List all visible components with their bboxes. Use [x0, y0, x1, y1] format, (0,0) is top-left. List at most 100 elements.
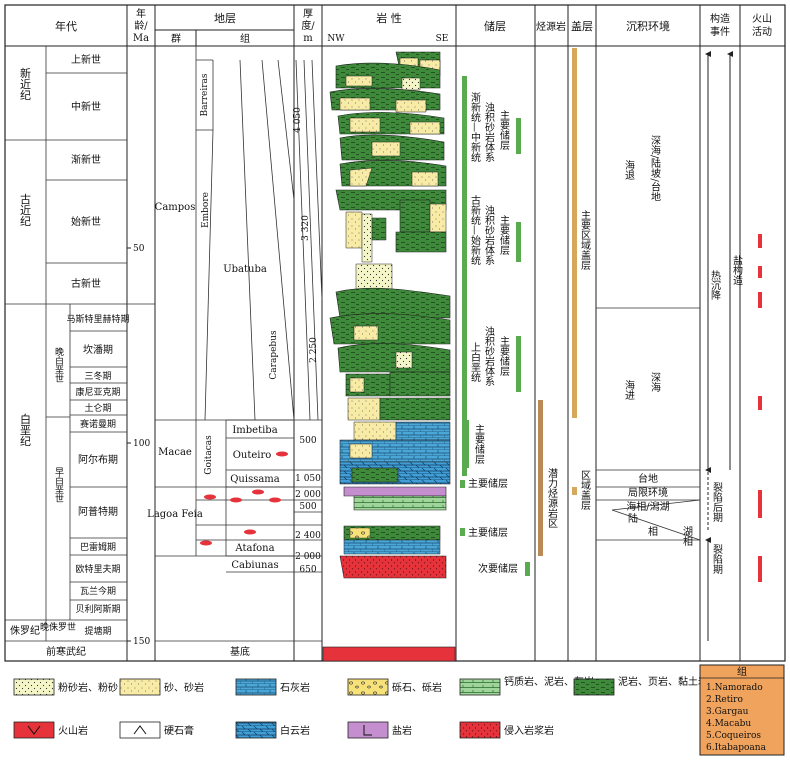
- stages: 马斯特里赫特期 坎潘期 三冬期 康尼亚克期 土仑期 赛诺曼期 阿尔布期 阿普特期…: [66, 313, 129, 637]
- thickness-3320: 3 320: [301, 215, 311, 241]
- header-nw: NW: [327, 34, 345, 44]
- formation-barreiras: Barreiras: [200, 73, 210, 116]
- stage-santonian: 三冬期: [84, 370, 111, 382]
- legend-swatch-intrusive: [459, 721, 501, 739]
- formation-outeiro: Outeiro: [233, 450, 272, 461]
- epoch-late-jurassic: 晚侏罗世: [40, 621, 76, 633]
- stage-berriasian: 贝利阿斯期: [75, 603, 120, 615]
- reservoir-bar-main: [462, 76, 467, 476]
- cap-rock-column: 主要区域盖层 区域盖层: [572, 48, 591, 511]
- formation-box-item-2: 2.Retiro: [706, 695, 743, 705]
- volcanic-bar-6: [758, 556, 762, 582]
- age-axis: 50 100 150: [127, 244, 150, 647]
- stage-tithonian: 提塘期: [84, 625, 111, 637]
- strata-volcanic-markers: [200, 451, 288, 546]
- thickness-4050: 4 050: [293, 107, 303, 133]
- header-age-2: 龄/: [134, 19, 148, 32]
- group-campos: Campos: [155, 202, 196, 213]
- reservoir-label-main-4: 主要储层: [473, 424, 485, 465]
- env-continental-2: 相: [648, 525, 658, 538]
- reservoir-label-oligo-miocene: 渐新统—中新统: [469, 91, 481, 162]
- env-lacustrine: 湖相: [681, 526, 693, 546]
- source-rock-label: 潜力烃源岩区: [546, 467, 558, 528]
- age-tick-150: 150: [133, 637, 150, 647]
- thickness-500-b: 500: [299, 502, 316, 512]
- groups: Campos Macae Lagoa Feia: [147, 202, 203, 520]
- period-precambrian: 前寒武纪: [46, 645, 86, 658]
- legend-swatch-sandstone: [119, 678, 161, 696]
- stage-coniacian: 康尼亚克期: [75, 386, 120, 398]
- legend-swatch-mudstone: [573, 678, 615, 696]
- env-platform: 台地: [638, 472, 658, 485]
- epoch-paleocene: 古新世: [71, 277, 101, 290]
- thickness-1050: 1 050: [295, 474, 321, 484]
- column-lines: [5, 5, 785, 661]
- epoch-eocene: 始新世: [71, 215, 101, 228]
- header-environment: 沉积环境: [626, 19, 670, 33]
- epoch-pliocene: 上新世: [71, 53, 101, 66]
- header-cap-rock: 盖层: [571, 19, 593, 33]
- header-group: 群: [171, 32, 181, 45]
- legend-swatch-conglomerate: [347, 678, 389, 696]
- legend-label-dolomite: 白云岩: [280, 724, 310, 737]
- volcanic-bar-3: [758, 292, 762, 308]
- stage-campanian: 坎潘期: [83, 343, 113, 356]
- formation-box-item-4: 4.Macabu: [706, 719, 751, 729]
- cap-bar-main: [572, 48, 577, 418]
- strata-grid: [155, 46, 322, 642]
- env-deep-sea: 深海: [649, 372, 661, 393]
- legend-label-intrusive: 侵入岩浆岩: [504, 724, 554, 737]
- formation-imbetiba: Imbetiba: [232, 425, 277, 436]
- formation-goitacas: Goitacas: [204, 435, 214, 475]
- header-era: 年代: [55, 19, 77, 33]
- formation-carapebus: Carapebus: [269, 330, 279, 380]
- volcanic-bar-4: [758, 396, 762, 410]
- formation-embore: Embore: [201, 192, 211, 228]
- period-neogene: 新近纪: [19, 66, 32, 100]
- tectonic-rift: 裂陷期: [711, 543, 723, 575]
- env-continental-1: 陆: [628, 512, 638, 525]
- header-lithology: 岩 性: [376, 11, 402, 25]
- thickness-2400: 2 400: [295, 531, 321, 541]
- reservoir-label-paleo-eocene: 古新统—始新统: [469, 194, 481, 265]
- volcanic-column: [758, 234, 762, 582]
- formation-box-title: 组: [737, 665, 747, 678]
- tectonic-salt-structures: 盐构造: [731, 254, 743, 285]
- period-cretaceous: 白垩纪: [19, 412, 32, 446]
- volcanic-bar-5: [758, 490, 762, 518]
- thickness-2250: 2 250: [309, 337, 319, 363]
- header-formation: 组: [240, 32, 250, 45]
- legend-label-limestone: 石灰岩: [280, 681, 310, 694]
- thickness-500-a: 500: [299, 436, 316, 446]
- period-jurassic: 侏罗纪: [10, 625, 40, 637]
- tectonic-post-rift: 裂陷后期: [711, 481, 723, 523]
- legend-swatch-limestone: [235, 678, 277, 696]
- source-rock-column: 潜力烃源岩区: [538, 400, 558, 556]
- source-bar: [538, 400, 543, 556]
- epochs: 上新世 中新世 渐新世 始新世 古新世 晚白垩世 早白垩世 晚侏罗世: [40, 53, 101, 633]
- formations: Barreiras Embore Ubatuba Carapebus Goita…: [200, 73, 280, 658]
- stage-aptian: 阿普特期: [78, 505, 118, 518]
- stage-turonian: 土仑期: [84, 402, 111, 414]
- legend-swatch-siltstone: [13, 678, 55, 696]
- legend-swatch-calcareous: [459, 678, 501, 696]
- formation-atafona: Atafona: [234, 543, 274, 554]
- thickness-values: 4 050 3 320 2 250 500 1 050 2 000 500 2 …: [293, 107, 321, 575]
- header-reservoir: 储层: [484, 19, 506, 33]
- reservoir-column: 渐新统—中新统 浊积砂岩体系 主要储层 古新统—始新统 浊积砂岩体系 主要储层 …: [460, 76, 530, 576]
- formation-box-item-3: 3.Gargau: [706, 707, 749, 717]
- group-macae: Macae: [158, 447, 192, 458]
- header-se: SE: [436, 34, 449, 44]
- stage-hauterivian: 欧特里夫期: [75, 563, 120, 575]
- reservoir-label-minor: 次要储层: [478, 562, 518, 575]
- legend-swatch-volcanic: [13, 721, 55, 739]
- reservoir-label-turbidite-2: 浊积砂岩体系: [483, 204, 495, 265]
- age-tick-50: 50: [133, 244, 145, 254]
- formation-quissama: Quissama: [230, 474, 280, 485]
- thickness-650: 650: [299, 565, 316, 575]
- formation-box-item-1: 1.Namorado: [706, 683, 763, 693]
- thickness-grid: [294, 59, 323, 573]
- epoch-early-cretaceous: 早白垩世: [53, 467, 64, 503]
- legend-swatch-salt: [347, 721, 389, 739]
